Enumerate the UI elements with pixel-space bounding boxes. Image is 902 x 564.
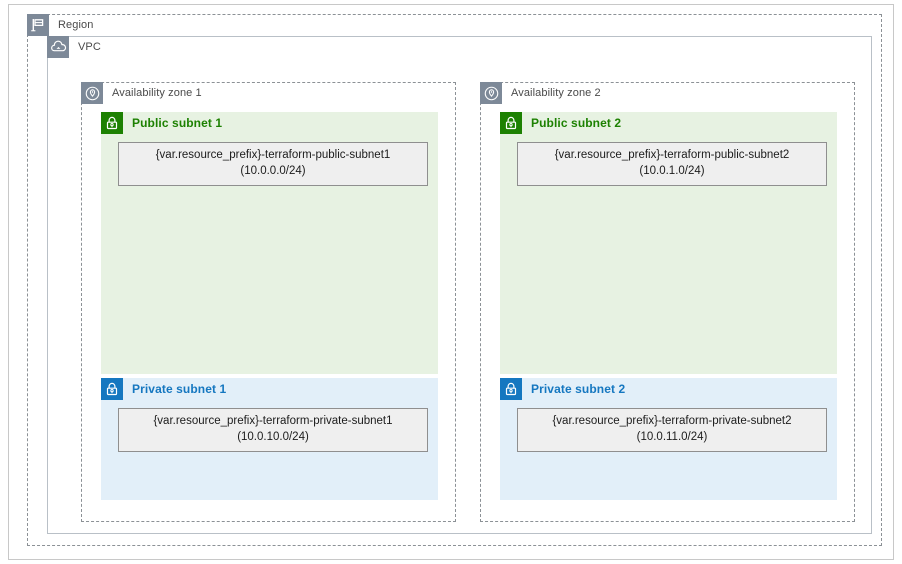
- private-subnet-2: Private subnet 2 {var.resource_prefix}-t…: [500, 378, 837, 500]
- region-header: Region: [27, 14, 93, 36]
- resource-box-public-subnet-2: {var.resource_prefix}-terraform-public-s…: [517, 142, 827, 187]
- private-subnet-2-header: Private subnet 2: [500, 378, 837, 400]
- public-subnet-1-header: Public subnet 1: [101, 112, 438, 134]
- private-subnet-2-title: Private subnet 2: [531, 382, 626, 396]
- resource-cidr: (10.0.11.0/24): [636, 430, 708, 443]
- public-subnet-2: Public subnet 2 {var.resource_prefix}-te…: [500, 112, 837, 374]
- private-subnet-1: Private subnet 1 {var.resource_prefix}-t…: [101, 378, 438, 500]
- resource-cidr: (10.0.1.0/24): [639, 164, 705, 177]
- availability-zone-2-header: Availability zone 2: [480, 82, 601, 104]
- lock-icon: [500, 112, 522, 134]
- availability-zone-1-container: [81, 82, 456, 522]
- private-subnet-1-header: Private subnet 1: [101, 378, 438, 400]
- availability-zone-2-label: Availability zone 2: [511, 87, 601, 99]
- public-subnet-1-title: Public subnet 1: [132, 116, 223, 130]
- resource-name: {var.resource_prefix}-terraform-public-s…: [155, 149, 391, 161]
- resource-name: {var.resource_prefix}-terraform-public-s…: [554, 149, 790, 161]
- availability-zone-2-container: [480, 82, 855, 522]
- public-subnet-1: Public subnet 1 {var.resource_prefix}-te…: [101, 112, 438, 374]
- lock-icon: [101, 112, 123, 134]
- availability-zone-1-header: Availability zone 1: [81, 82, 202, 104]
- vpc-label: VPC: [78, 41, 101, 53]
- availability-zone-1-label: Availability zone 1: [112, 87, 202, 99]
- public-subnet-2-header: Public subnet 2: [500, 112, 837, 134]
- region-label: Region: [58, 19, 94, 31]
- resource-box-private-subnet-1: {var.resource_prefix}-terraform-private-…: [118, 408, 428, 453]
- resource-name: {var.resource_prefix}-terraform-private-…: [153, 415, 393, 427]
- region-container: [27, 14, 882, 546]
- public-subnet-2-title: Public subnet 2: [531, 116, 622, 130]
- resource-cidr: (10.0.10.0/24): [237, 430, 309, 443]
- lock-icon: [500, 378, 522, 400]
- resource-box-private-subnet-2: {var.resource_prefix}-terraform-private-…: [517, 408, 827, 453]
- location-pin-icon: [81, 82, 103, 104]
- resource-box-public-subnet-1: {var.resource_prefix}-terraform-public-s…: [118, 142, 428, 187]
- resource-cidr: (10.0.0.0/24): [240, 164, 306, 177]
- lock-icon: [101, 378, 123, 400]
- resource-name: {var.resource_prefix}-terraform-private-…: [552, 415, 792, 427]
- location-pin-icon: [480, 82, 502, 104]
- flag-icon: [27, 14, 49, 36]
- vpc-header: VPC: [47, 36, 101, 58]
- private-subnet-1-title: Private subnet 1: [132, 382, 227, 396]
- cloud-icon: [47, 36, 69, 58]
